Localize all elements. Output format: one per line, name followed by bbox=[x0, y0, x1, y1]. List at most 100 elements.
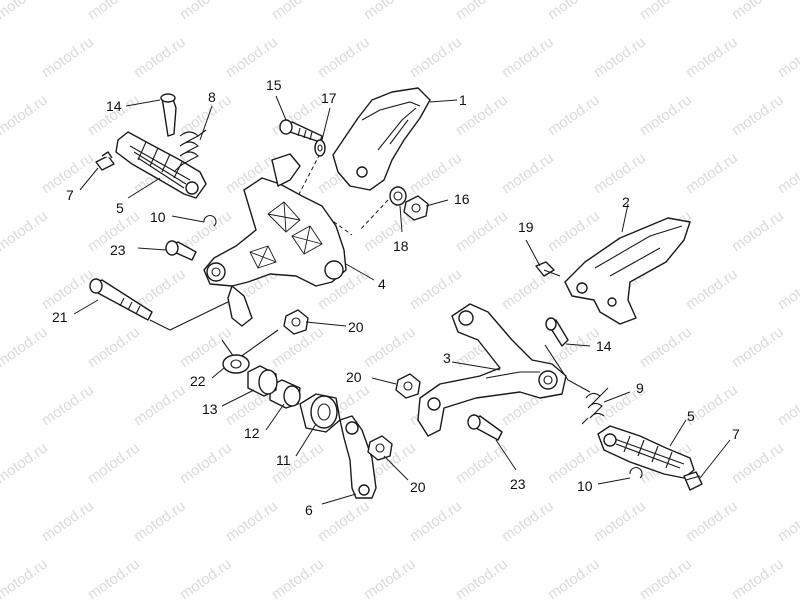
callout-10-upper: 10 bbox=[150, 209, 166, 225]
bolt-23-upper bbox=[165, 240, 197, 261]
watermark-text: motod.ru bbox=[269, 555, 327, 600]
watermark-text: motod.ru bbox=[729, 207, 787, 255]
nut-20-lower bbox=[367, 435, 393, 461]
watermark-text: motod.ru bbox=[39, 33, 97, 81]
callout-2: 2 bbox=[622, 194, 630, 210]
bushing-11 bbox=[299, 393, 341, 433]
watermark-text: motod.ru bbox=[499, 497, 557, 545]
washer-17 bbox=[314, 139, 326, 157]
callout-12: 12 bbox=[244, 425, 260, 441]
watermark-text: motod.ru bbox=[729, 0, 787, 23]
callout-6: 6 bbox=[305, 502, 313, 518]
watermark-text: motod.ru bbox=[545, 0, 603, 23]
callout-20-upper: 20 bbox=[348, 319, 364, 335]
callout-7-upper: 7 bbox=[66, 187, 74, 203]
footpeg-left bbox=[597, 425, 695, 479]
footpeg-right bbox=[115, 131, 207, 199]
watermark-text: motod.ru bbox=[39, 381, 97, 429]
callout-7-lower: 7 bbox=[732, 426, 740, 442]
watermark-text: motod.ru bbox=[545, 555, 603, 600]
callout-1: 1 bbox=[459, 92, 467, 108]
callout-14-upper: 14 bbox=[106, 98, 122, 114]
watermark-text: motod.ru bbox=[591, 33, 649, 81]
screw-19 bbox=[535, 261, 561, 277]
nut-16 bbox=[403, 195, 429, 221]
callout-16: 16 bbox=[454, 191, 470, 207]
watermark-text: motod.ru bbox=[131, 33, 189, 81]
watermark-text: motod.ru bbox=[683, 33, 741, 81]
footrest-bracket-right bbox=[203, 153, 347, 327]
watermark-text: motod.ru bbox=[85, 439, 143, 487]
watermark-text: motod.ru bbox=[775, 33, 800, 81]
callout-8: 8 bbox=[208, 89, 216, 105]
watermark-text: motod.ru bbox=[591, 497, 649, 545]
watermark-text: motod.ru bbox=[453, 439, 511, 487]
watermark-text: motod.ru bbox=[683, 497, 741, 545]
watermark-text: motod.ru bbox=[775, 265, 800, 313]
callout-14-lower: 14 bbox=[596, 338, 612, 354]
watermark-text: motod.ru bbox=[0, 555, 51, 600]
circlip-10-lower bbox=[629, 467, 643, 479]
watermark-text: motod.ru bbox=[637, 0, 695, 23]
circlip-10-upper bbox=[203, 215, 217, 227]
callout-13: 13 bbox=[202, 401, 218, 417]
bolt-21 bbox=[89, 278, 153, 321]
collar-13 bbox=[247, 365, 278, 397]
watermark-text: motod.ru bbox=[775, 149, 800, 197]
nut-20-upper bbox=[283, 309, 309, 335]
screw-7-lower bbox=[683, 471, 703, 491]
washer-22 bbox=[222, 354, 250, 374]
watermark-text: motod.ru bbox=[729, 91, 787, 139]
plate bbox=[339, 415, 377, 499]
screw-7-upper bbox=[95, 151, 115, 171]
heel-guard-right bbox=[332, 87, 431, 191]
watermark-text: motod.ru bbox=[453, 0, 511, 23]
callout-23-upper: 23 bbox=[110, 242, 126, 258]
watermark-text: motod.ru bbox=[407, 265, 465, 313]
watermark-text: motod.ru bbox=[85, 0, 143, 23]
watermark-text: motod.ru bbox=[591, 149, 649, 197]
watermark-text: motod.ru bbox=[729, 555, 787, 600]
watermark-text: motod.ru bbox=[407, 497, 465, 545]
watermark-text: motod.ru bbox=[361, 555, 419, 600]
callout-3: 3 bbox=[443, 350, 451, 366]
watermark-text: motod.ru bbox=[683, 149, 741, 197]
callout-18: 18 bbox=[393, 238, 409, 254]
callout-5-lower: 5 bbox=[687, 408, 695, 424]
watermark-text: motod.ru bbox=[85, 323, 143, 371]
callout-15: 15 bbox=[266, 77, 282, 93]
watermark-text: motod.ru bbox=[0, 91, 51, 139]
callout-labels: 1 2 3 4 5 5 6 7 7 8 9 10 10 11 12 13 14 … bbox=[52, 77, 740, 518]
nut-20-middle bbox=[395, 373, 421, 399]
callout-21: 21 bbox=[52, 309, 68, 325]
watermark-text: motod.ru bbox=[223, 497, 281, 545]
callout-4: 4 bbox=[378, 276, 386, 292]
watermark-text: motod.ru bbox=[361, 0, 419, 23]
watermark-text: motod.ru bbox=[315, 497, 373, 545]
callout-23-lower: 23 bbox=[510, 476, 526, 492]
watermark-text: motod.ru bbox=[545, 207, 603, 255]
watermark-text: motod.ru bbox=[223, 33, 281, 81]
callout-19: 19 bbox=[518, 219, 534, 235]
bushing-18 bbox=[389, 186, 407, 206]
leader-lines bbox=[73, 95, 731, 505]
watermark-text: motod.ru bbox=[499, 149, 557, 197]
watermark-text: motod.ru bbox=[177, 439, 235, 487]
watermark-text: motod.ru bbox=[637, 91, 695, 139]
watermark-text: motod.ru bbox=[637, 323, 695, 371]
callout-20-middle: 20 bbox=[346, 369, 362, 385]
watermark-text: motod.ru bbox=[499, 33, 557, 81]
heel-guard-left bbox=[564, 217, 691, 325]
watermark-text: motod.ru bbox=[0, 207, 51, 255]
watermark-text: motod.ru bbox=[729, 439, 787, 487]
callout-5-upper: 5 bbox=[116, 200, 124, 216]
watermark-text: motod.ru bbox=[545, 439, 603, 487]
watermark-text: motod.ru bbox=[729, 323, 787, 371]
watermark-text: motod.ru bbox=[775, 497, 800, 545]
watermark-text: motod.ru bbox=[361, 323, 419, 371]
watermark-text: motod.ru bbox=[0, 323, 51, 371]
watermark-text: motod.ru bbox=[683, 265, 741, 313]
callout-20-lower: 20 bbox=[410, 479, 426, 495]
watermark-text: motod.ru bbox=[177, 91, 235, 139]
